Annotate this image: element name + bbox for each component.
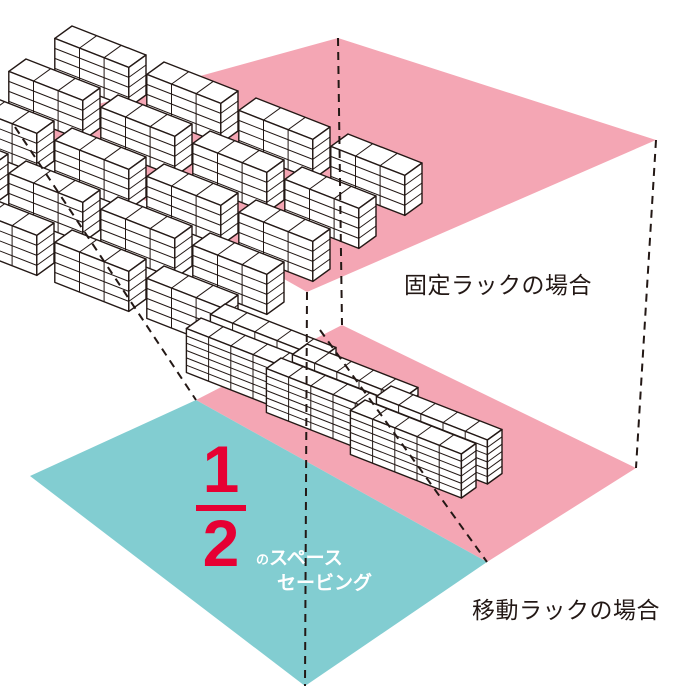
fixed-rack-label: 固定ラックの場合: [404, 266, 592, 300]
space-saving-line1: のスペース: [256, 543, 343, 570]
fraction-denominator: 2: [193, 510, 249, 576]
projection-line-right: [636, 140, 656, 468]
fraction-numerator: 1: [193, 436, 249, 502]
rack-end-face: [0, 154, 8, 206]
space-saving-line2: セービング: [277, 568, 372, 595]
mobile-rack-label: 移動ラックの場合: [472, 591, 660, 625]
space-word: スペース: [269, 547, 343, 569]
particle-no: の: [256, 553, 269, 568]
